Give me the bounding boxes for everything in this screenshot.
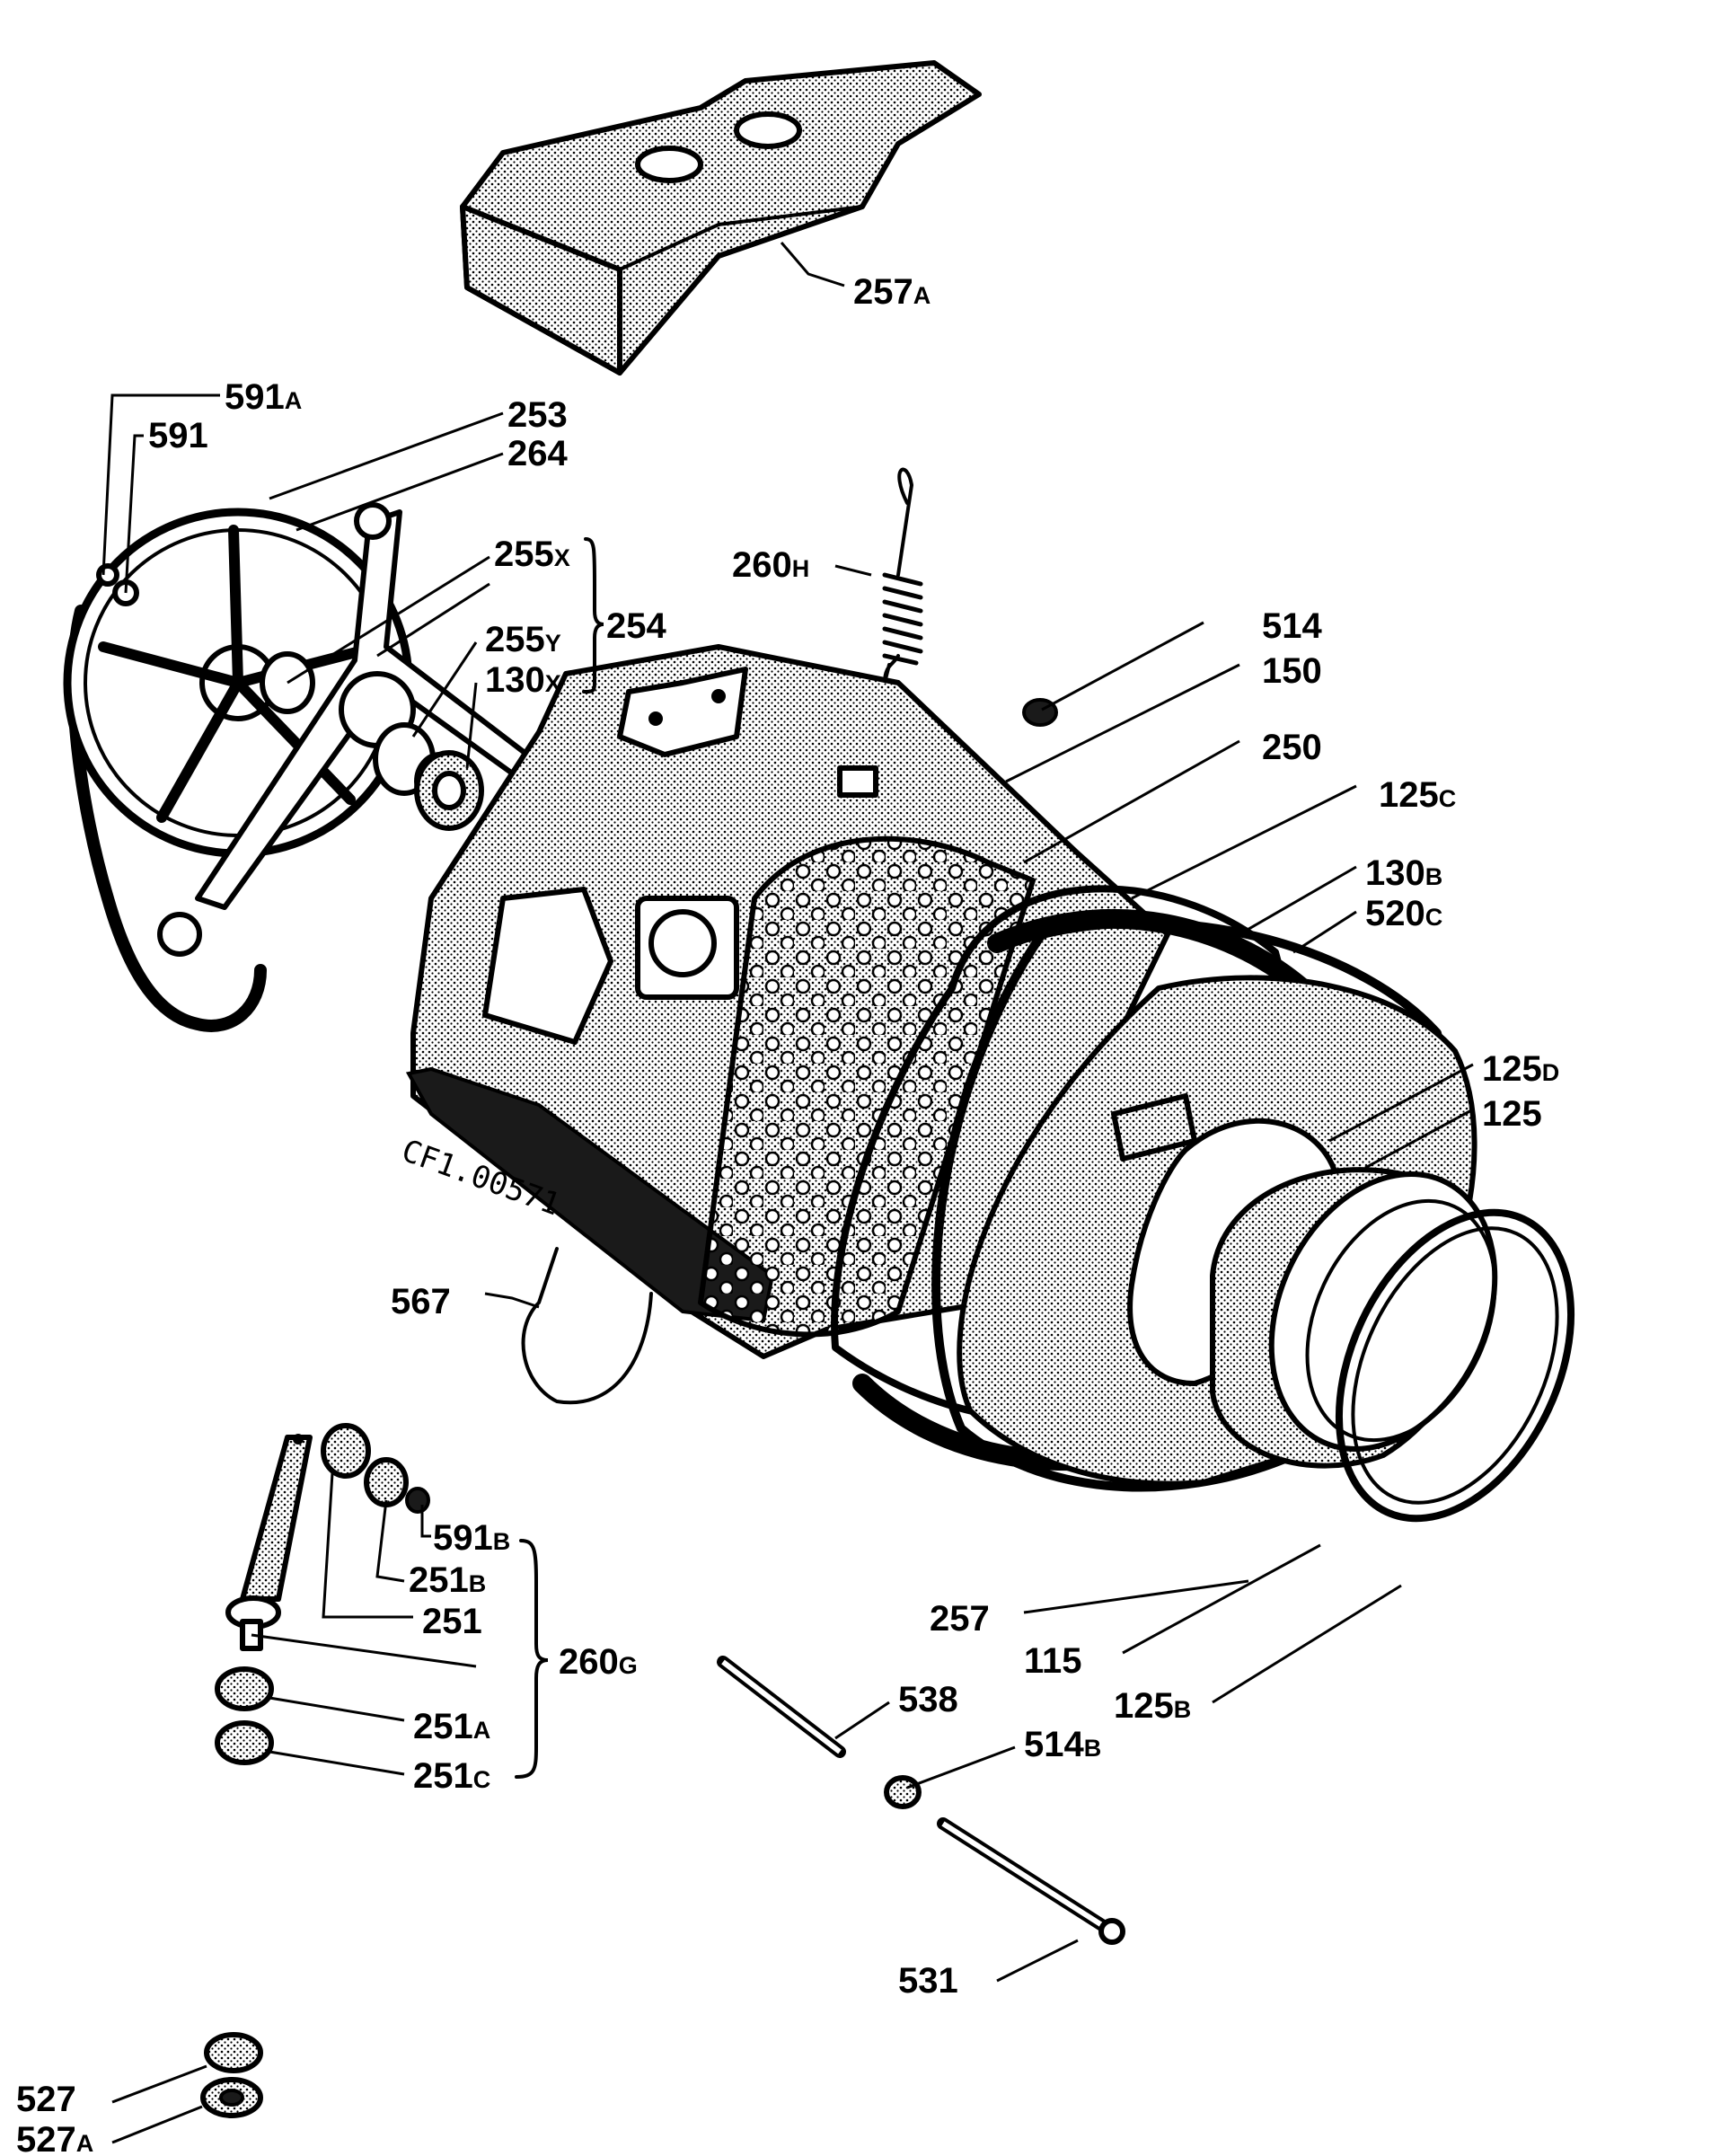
bearings-254: [260, 651, 484, 831]
label-514b: 514B: [1024, 1725, 1101, 1764]
shock-absorber-260g: [225, 1434, 313, 1651]
label-591: 591: [148, 416, 208, 455]
label-591b: 591B: [433, 1518, 510, 1558]
leader-lines: [101, 242, 1474, 2144]
nut-514b: [884, 1775, 922, 1809]
label-567: 567: [391, 1282, 451, 1321]
label-251b: 251B: [409, 1560, 486, 1600]
seal-clamp-ring-125b: [1335, 1208, 1575, 1523]
label-255x: 255X: [494, 535, 570, 574]
pin-538: [717, 1656, 846, 1758]
bracket-567: [521, 1247, 653, 1405]
label-254: 254: [606, 606, 666, 646]
damper-washers: [215, 1423, 430, 1765]
label-514: 514: [1262, 606, 1322, 646]
drum-spider-264: [157, 502, 542, 957]
label-251: 251: [422, 1602, 482, 1641]
label-591a: 591A: [225, 377, 302, 417]
part-labels: 257A 591A 591 253 264 255X 254 255Y 130X…: [16, 272, 1559, 2156]
label-253: 253: [507, 395, 568, 435]
label-255y: 255Y: [485, 620, 561, 659]
label-115: 115: [1024, 1641, 1082, 1681]
label-260h: 260H: [732, 545, 809, 585]
label-125b: 125B: [1114, 1686, 1191, 1726]
bracket-254: [582, 537, 604, 694]
label-520c: 520C: [1365, 894, 1442, 933]
counterweight-257a: [460, 60, 982, 376]
label-257a: 257A: [853, 272, 931, 312]
label-250: 250: [1262, 728, 1322, 767]
drum-250: [698, 835, 1036, 1338]
label-531: 531: [898, 1961, 958, 2001]
nut-527: [200, 2032, 263, 2118]
label-130x: 130X: [485, 660, 561, 700]
label-257: 257: [930, 1599, 990, 1639]
label-527a: 527A: [16, 2120, 93, 2156]
label-125d: 125D: [1482, 1049, 1559, 1089]
bolt-531: [937, 1817, 1125, 1945]
label-264: 264: [507, 434, 568, 473]
label-260g: 260G: [559, 1642, 638, 1682]
label-251a: 251A: [413, 1707, 490, 1746]
label-125c: 125C: [1379, 775, 1456, 815]
label-538: 538: [898, 1680, 958, 1719]
label-150: 150: [1262, 651, 1322, 691]
spring-260h: [882, 467, 923, 684]
label-251c: 251C: [413, 1756, 490, 1796]
bracket-260g: [515, 1539, 549, 1779]
label-125: 125: [1482, 1094, 1542, 1134]
label-527: 527: [16, 2080, 76, 2119]
label-130b: 130B: [1365, 853, 1442, 893]
